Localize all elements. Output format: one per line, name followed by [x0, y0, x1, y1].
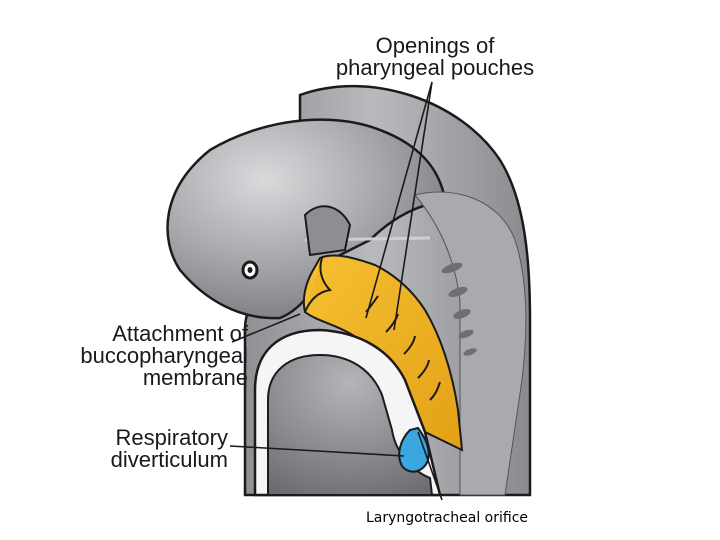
- label-openings-of-pharyngeal-pouches: Openings of pharyngeal pouches: [322, 35, 548, 79]
- arch-grooves: [441, 262, 477, 356]
- label-laryngotracheal-orifice: Laryngotracheal orifice: [366, 510, 529, 526]
- label-line: Openings of: [375, 33, 495, 58]
- label-attachment-buccopharyngeal-membrane: Attachment of buccopharyngeal membrane: [52, 323, 248, 389]
- label-line: buccopharyngeal: [80, 343, 248, 368]
- respiratory-diverticulum: [398, 426, 430, 473]
- label-line: membrane: [142, 365, 248, 390]
- leader-lines: [229, 81, 443, 501]
- label-line: diverticulum: [110, 447, 228, 472]
- label-line: Attachment of: [112, 321, 248, 346]
- pharyngeal-arch-region: [414, 191, 527, 496]
- pharyngeal-pouch-openings: [365, 295, 441, 401]
- stomodeum: [303, 205, 352, 257]
- label-line: pharyngeal pouches: [335, 55, 535, 80]
- label-line: Respiratory: [115, 425, 228, 450]
- label-respiratory-diverticulum: Respiratory diverticulum: [92, 427, 228, 471]
